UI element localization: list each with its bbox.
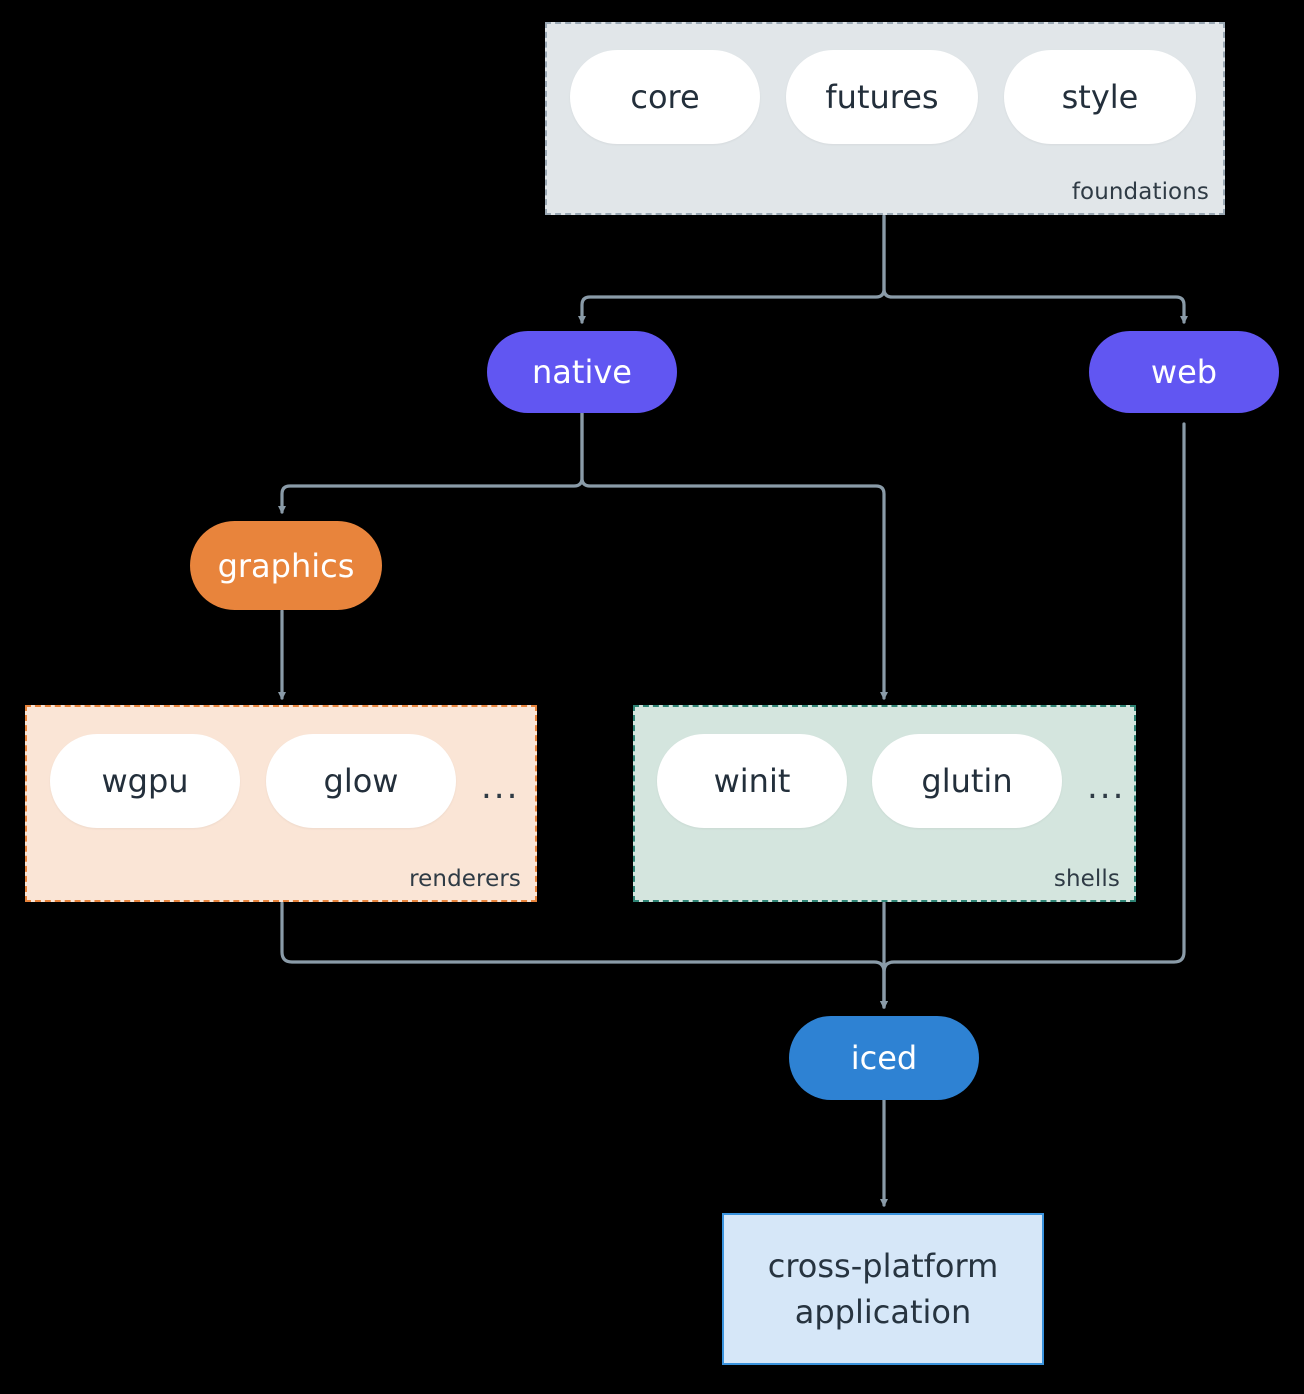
- node-iced-label: iced: [850, 1039, 918, 1077]
- node-iced[interactable]: iced: [789, 1016, 979, 1100]
- pill-wgpu[interactable]: wgpu: [50, 734, 240, 828]
- node-graphics[interactable]: graphics: [190, 521, 382, 610]
- edge-foundations-web: [882, 214, 1188, 324]
- node-web-label: web: [1150, 353, 1218, 391]
- pill-glutin-label: glutin: [921, 762, 1013, 800]
- edge-foundations-native: [578, 214, 886, 324]
- node-graphics-label: graphics: [217, 546, 355, 585]
- cluster-label-renderers: renderers: [409, 866, 521, 892]
- pill-winit-label: winit: [713, 762, 791, 800]
- pill-core-label: core: [630, 78, 700, 116]
- pill-glow-label: glow: [323, 762, 399, 800]
- pill-core[interactable]: core: [570, 50, 760, 144]
- edge-renderers-iced: [280, 901, 888, 1009]
- pill-glow[interactable]: glow: [266, 734, 456, 828]
- ellipsis-shells: ...: [1087, 767, 1126, 807]
- ellipsis-renderers: ...: [481, 767, 520, 807]
- node-application-line2: application: [794, 1293, 972, 1331]
- pill-wgpu-label: wgpu: [101, 762, 189, 800]
- node-native[interactable]: native: [487, 331, 677, 413]
- node-application-line1: cross-platform: [767, 1246, 999, 1285]
- edge-native-shells: [580, 410, 888, 700]
- edge-native-graphics: [278, 410, 584, 514]
- pill-glutin[interactable]: glutin: [872, 734, 1062, 828]
- node-native-label: native: [532, 353, 632, 391]
- pill-winit[interactable]: winit: [657, 734, 847, 828]
- cluster-label-foundations: foundations: [1071, 179, 1209, 205]
- node-application[interactable]: cross-platform application: [722, 1213, 1044, 1365]
- cluster-label-shells: shells: [1053, 866, 1120, 892]
- pill-futures[interactable]: futures: [786, 50, 978, 144]
- pill-futures-label: futures: [825, 78, 939, 116]
- pill-style-label: style: [1061, 78, 1139, 116]
- pill-style[interactable]: style: [1004, 50, 1196, 144]
- node-web[interactable]: web: [1089, 331, 1279, 413]
